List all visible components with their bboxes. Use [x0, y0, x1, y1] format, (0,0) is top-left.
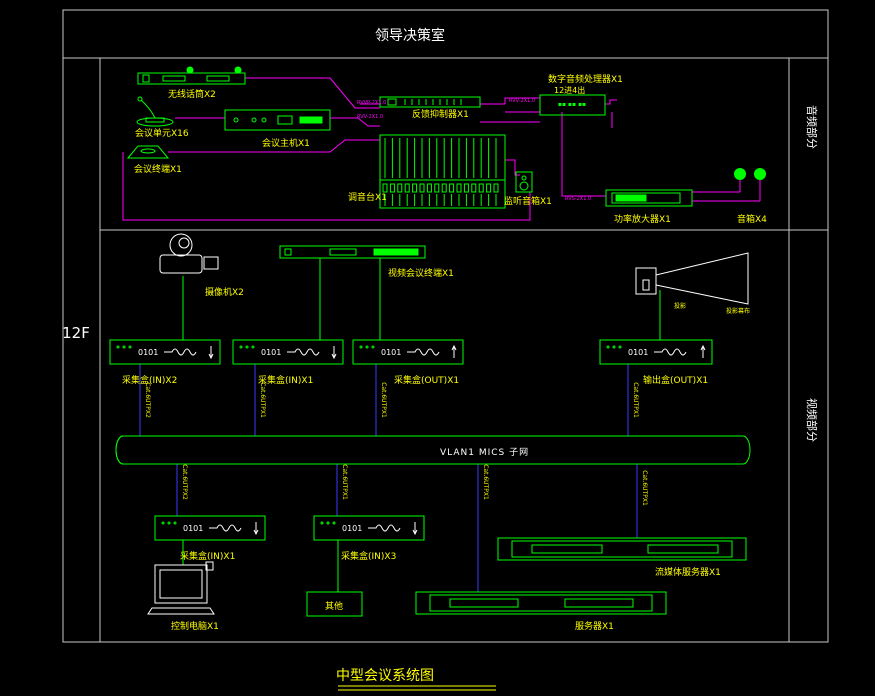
- cable-rvv-b-label: RVV-2X1.0: [509, 98, 535, 104]
- cable-label-c: Cat.6UTPX1: [380, 382, 387, 418]
- box-c-text: 0101: [381, 348, 401, 357]
- loudspeakers: [734, 168, 766, 180]
- video-wiring: [182, 258, 661, 592]
- diagram-title: 中型会议系统图: [336, 668, 434, 684]
- box-e-label: 采集盒(IN)X1: [180, 550, 235, 562]
- box-f-label: 采集盒(IN)X3: [341, 550, 396, 562]
- box-a-label: 采集盒(IN)X2: [122, 374, 177, 386]
- ptz-camera: [159, 233, 219, 274]
- cable-label-f: Cat.6UTPX1: [341, 464, 348, 500]
- frame: [62, 9, 829, 643]
- box-c-label: 采集盒(OUT)X1: [394, 374, 459, 386]
- conference-unit-label: 会议单元X16: [135, 127, 189, 139]
- audio-wiring: [122, 77, 761, 221]
- cable-rvvp-label: RVVP-2X1.0: [357, 100, 386, 106]
- conference-host-label: 会议主机X1: [262, 137, 310, 149]
- projector: [635, 252, 749, 305]
- network-links: [139, 364, 638, 592]
- server: [415, 591, 667, 615]
- floor-label: 12F: [62, 324, 90, 342]
- box-f-text: 0101: [342, 524, 362, 533]
- monitor-speaker-label: 监听音箱X1: [504, 195, 552, 207]
- box-e: 0101: [154, 515, 266, 541]
- mixer: [379, 134, 506, 209]
- cable-rvv-a-label: RVV-2X1.0: [357, 114, 383, 120]
- box-c: 0101: [352, 339, 464, 365]
- conference-unit-icon: [136, 96, 174, 127]
- other-label: 其他: [325, 600, 343, 612]
- box-f: 0101: [313, 515, 425, 541]
- speech-terminal-label: 会议终端X1: [134, 163, 182, 175]
- power-amplifier: [605, 189, 693, 207]
- monitor-speaker: [515, 171, 533, 193]
- camera-label: 摄像机X2: [205, 286, 244, 298]
- digital-processor-label: 数字音频处理器X1: [548, 73, 623, 85]
- other-box: [306, 591, 363, 617]
- cable-label-e: Cat.6UTPX2: [181, 464, 188, 500]
- capture-boxes: 0101 0101 0101 0101 0101 0101: [109, 339, 713, 541]
- server-label: 服务器X1: [575, 620, 614, 632]
- feedback-suppressor-label: 反馈抑制器X1: [412, 108, 469, 120]
- box-a: 0101: [109, 339, 221, 365]
- cable-label-a: Cat.6UTPX2: [144, 382, 151, 418]
- top-room-label: 领导决策室: [375, 27, 445, 44]
- control-pc-label: 控制电脑X1: [171, 620, 219, 632]
- video-section-label: 视频部分: [805, 398, 819, 442]
- box-b-label: 采集盒(IN)X1: [258, 374, 313, 386]
- speakers-label: 音箱X4: [737, 213, 767, 225]
- cable-label-d: Cat.6UTPX1: [632, 382, 639, 418]
- streaming-server-label: 流媒体服务器X1: [655, 566, 721, 578]
- speech-terminal-icon: [126, 145, 170, 159]
- box-d: 0101: [599, 339, 713, 365]
- cable-label-g: Cat.6UTPX1: [482, 464, 489, 500]
- streaming-server: [497, 537, 747, 561]
- svg-text:▪▪ ▪▪ ▪▪: ▪▪ ▪▪ ▪▪: [558, 101, 586, 108]
- control-pc: [147, 561, 215, 615]
- power-amp-label: 功率放大器X1: [614, 213, 671, 225]
- digital-processor: ▪▪ ▪▪ ▪▪: [539, 94, 606, 116]
- audio-section-label: 音频部分: [805, 105, 819, 149]
- box-b-text: 0101: [261, 348, 281, 357]
- conference-host: [224, 109, 331, 131]
- vc-terminal: [279, 245, 426, 259]
- vc-terminal-label: 视频会议终端X1: [388, 267, 454, 279]
- processor-ports-label: 12进4出: [554, 85, 585, 95]
- mixer-label: 调音台X1: [348, 191, 387, 203]
- wireless-mic-receiver: [137, 66, 246, 85]
- switch-label: VLAN1 MICS 子网: [440, 447, 529, 458]
- box-a-text: 0101: [138, 348, 158, 357]
- feedback-suppressor: [379, 96, 481, 108]
- screen-note: 投影幕布: [726, 307, 750, 315]
- cable-label-h: Cat.6UTPX1: [641, 470, 648, 506]
- mixer-channels: [382, 138, 499, 206]
- cable-label-b: Cat.6UTPX1: [259, 382, 266, 418]
- box-d-label: 输出盒(OUT)X1: [643, 374, 708, 386]
- mics-switch: [115, 435, 751, 465]
- box-d-text: 0101: [628, 348, 648, 357]
- wireless-mic-label: 无线话筒X2: [168, 88, 216, 100]
- projector-note: 投影: [674, 302, 686, 310]
- cable-rvs-label: RVS-2X1.0: [565, 196, 591, 202]
- box-e-text: 0101: [183, 524, 203, 533]
- box-b: 0101: [232, 339, 344, 365]
